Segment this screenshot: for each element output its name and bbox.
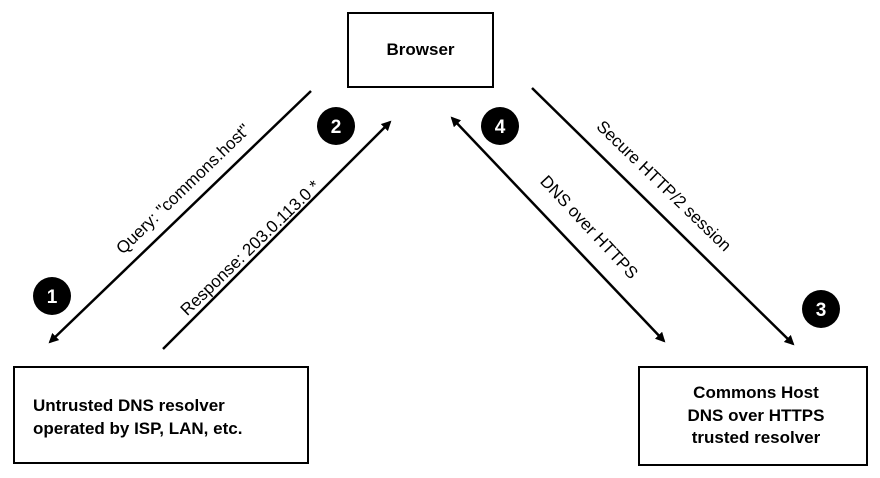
step-number-2: 2: [331, 117, 342, 138]
dns-over-https-label: DNS over HTTPS: [536, 172, 641, 283]
query-arrow: [48, 90, 312, 344]
trusted-resolver-line-3: trusted resolver: [691, 428, 821, 448]
step-badge-2: 2: [317, 107, 355, 145]
trusted-resolver-line-1: Commons Host: [693, 382, 819, 402]
query-label: Query: "commons.host": [112, 120, 253, 258]
step-badge-1: 1: [33, 277, 71, 315]
browser-node: Browser: [347, 12, 494, 88]
step-badge-3: 3: [802, 290, 840, 328]
trusted-resolver-line-2: DNS over HTTPS: [687, 405, 825, 425]
dns-over-https-arrow: [450, 116, 666, 343]
step-badge-4: 4: [481, 107, 519, 145]
step-number-4: 4: [495, 117, 506, 138]
step-number-3: 3: [816, 300, 827, 321]
secure-session-label: Secure HTTP/2 session: [593, 117, 735, 255]
commons-host-resolver-node: Commons Host DNS over HTTPS trusted reso…: [638, 366, 868, 466]
response-arrow: [162, 120, 392, 350]
untrusted-dns-resolver-node: Untrusted DNS resolver operated by ISP, …: [13, 366, 309, 464]
step-number-1: 1: [47, 287, 58, 308]
untrusted-resolver-line-1: Untrusted DNS resolver: [33, 396, 225, 416]
browser-label: Browser: [386, 39, 455, 59]
untrusted-resolver-line-2: operated by ISP, LAN, etc.: [33, 419, 243, 438]
secure-session-arrow: [531, 87, 795, 346]
